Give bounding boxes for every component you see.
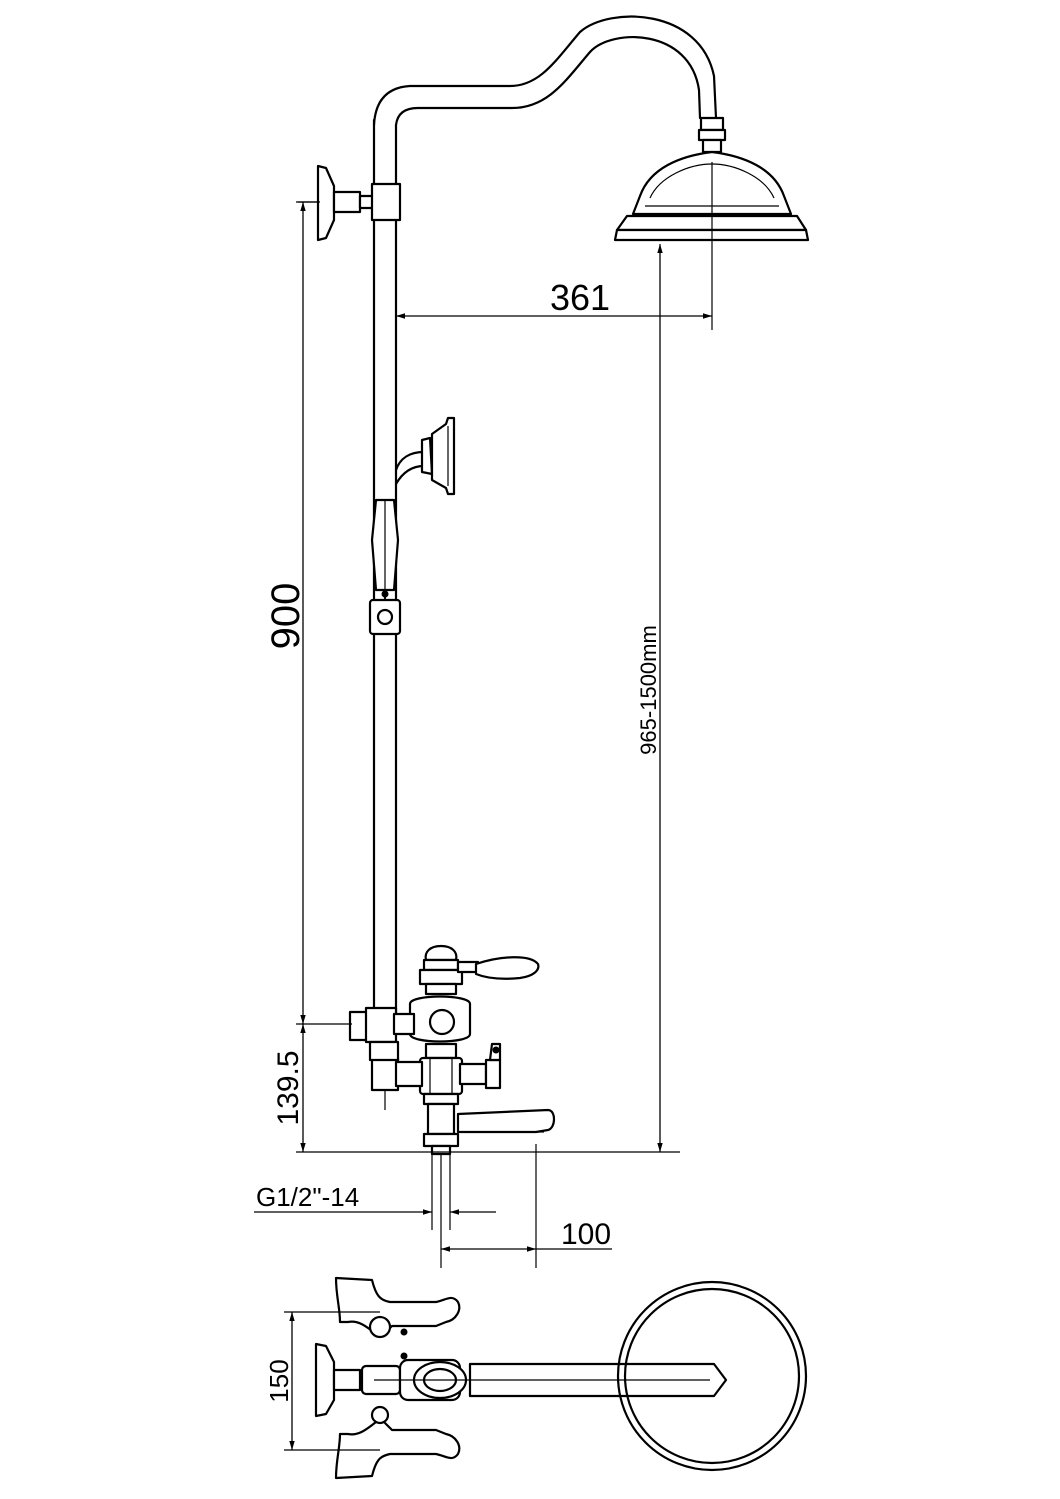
- dimension-mount-height: 900: [264, 201, 352, 1025]
- head-connector: [697, 116, 727, 154]
- dimension-label-head-offset: 361: [550, 277, 610, 318]
- dimension-thread: G1/2"-14: [254, 1154, 496, 1230]
- dimension-label-mount-height: 900: [264, 583, 308, 650]
- top-wall-bracket: [298, 164, 402, 242]
- dimension-spout-length: 100: [440, 1144, 612, 1268]
- dimension-head-offset: 361: [396, 277, 712, 319]
- dimension-label-depth: 150: [264, 1359, 294, 1402]
- dimension-label-spout-length: 100: [561, 1218, 611, 1251]
- dimension-total-height: 965-1500mm: [636, 244, 663, 1152]
- hand-shower-holder: [394, 416, 456, 496]
- dimension-depth: 150: [264, 1311, 380, 1451]
- hand-shower: [370, 498, 400, 592]
- dimension-label-mixer-height: 139.5: [272, 1050, 305, 1125]
- dimension-mixer-height: 139.5: [272, 1024, 680, 1153]
- gooseneck-arm: [372, 15, 718, 127]
- mixer-body: [348, 944, 556, 1156]
- shower-head: [613, 150, 810, 330]
- dimension-label-thread: G1/2"-14: [256, 1182, 359, 1212]
- plan-view: 150: [264, 1276, 808, 1480]
- side-elevation: 361 900 139.5 965-1500mm G1/2"-14: [254, 15, 810, 1268]
- dimension-label-total-height: 965-1500mm: [636, 625, 661, 755]
- slide-clamp: [368, 588, 402, 636]
